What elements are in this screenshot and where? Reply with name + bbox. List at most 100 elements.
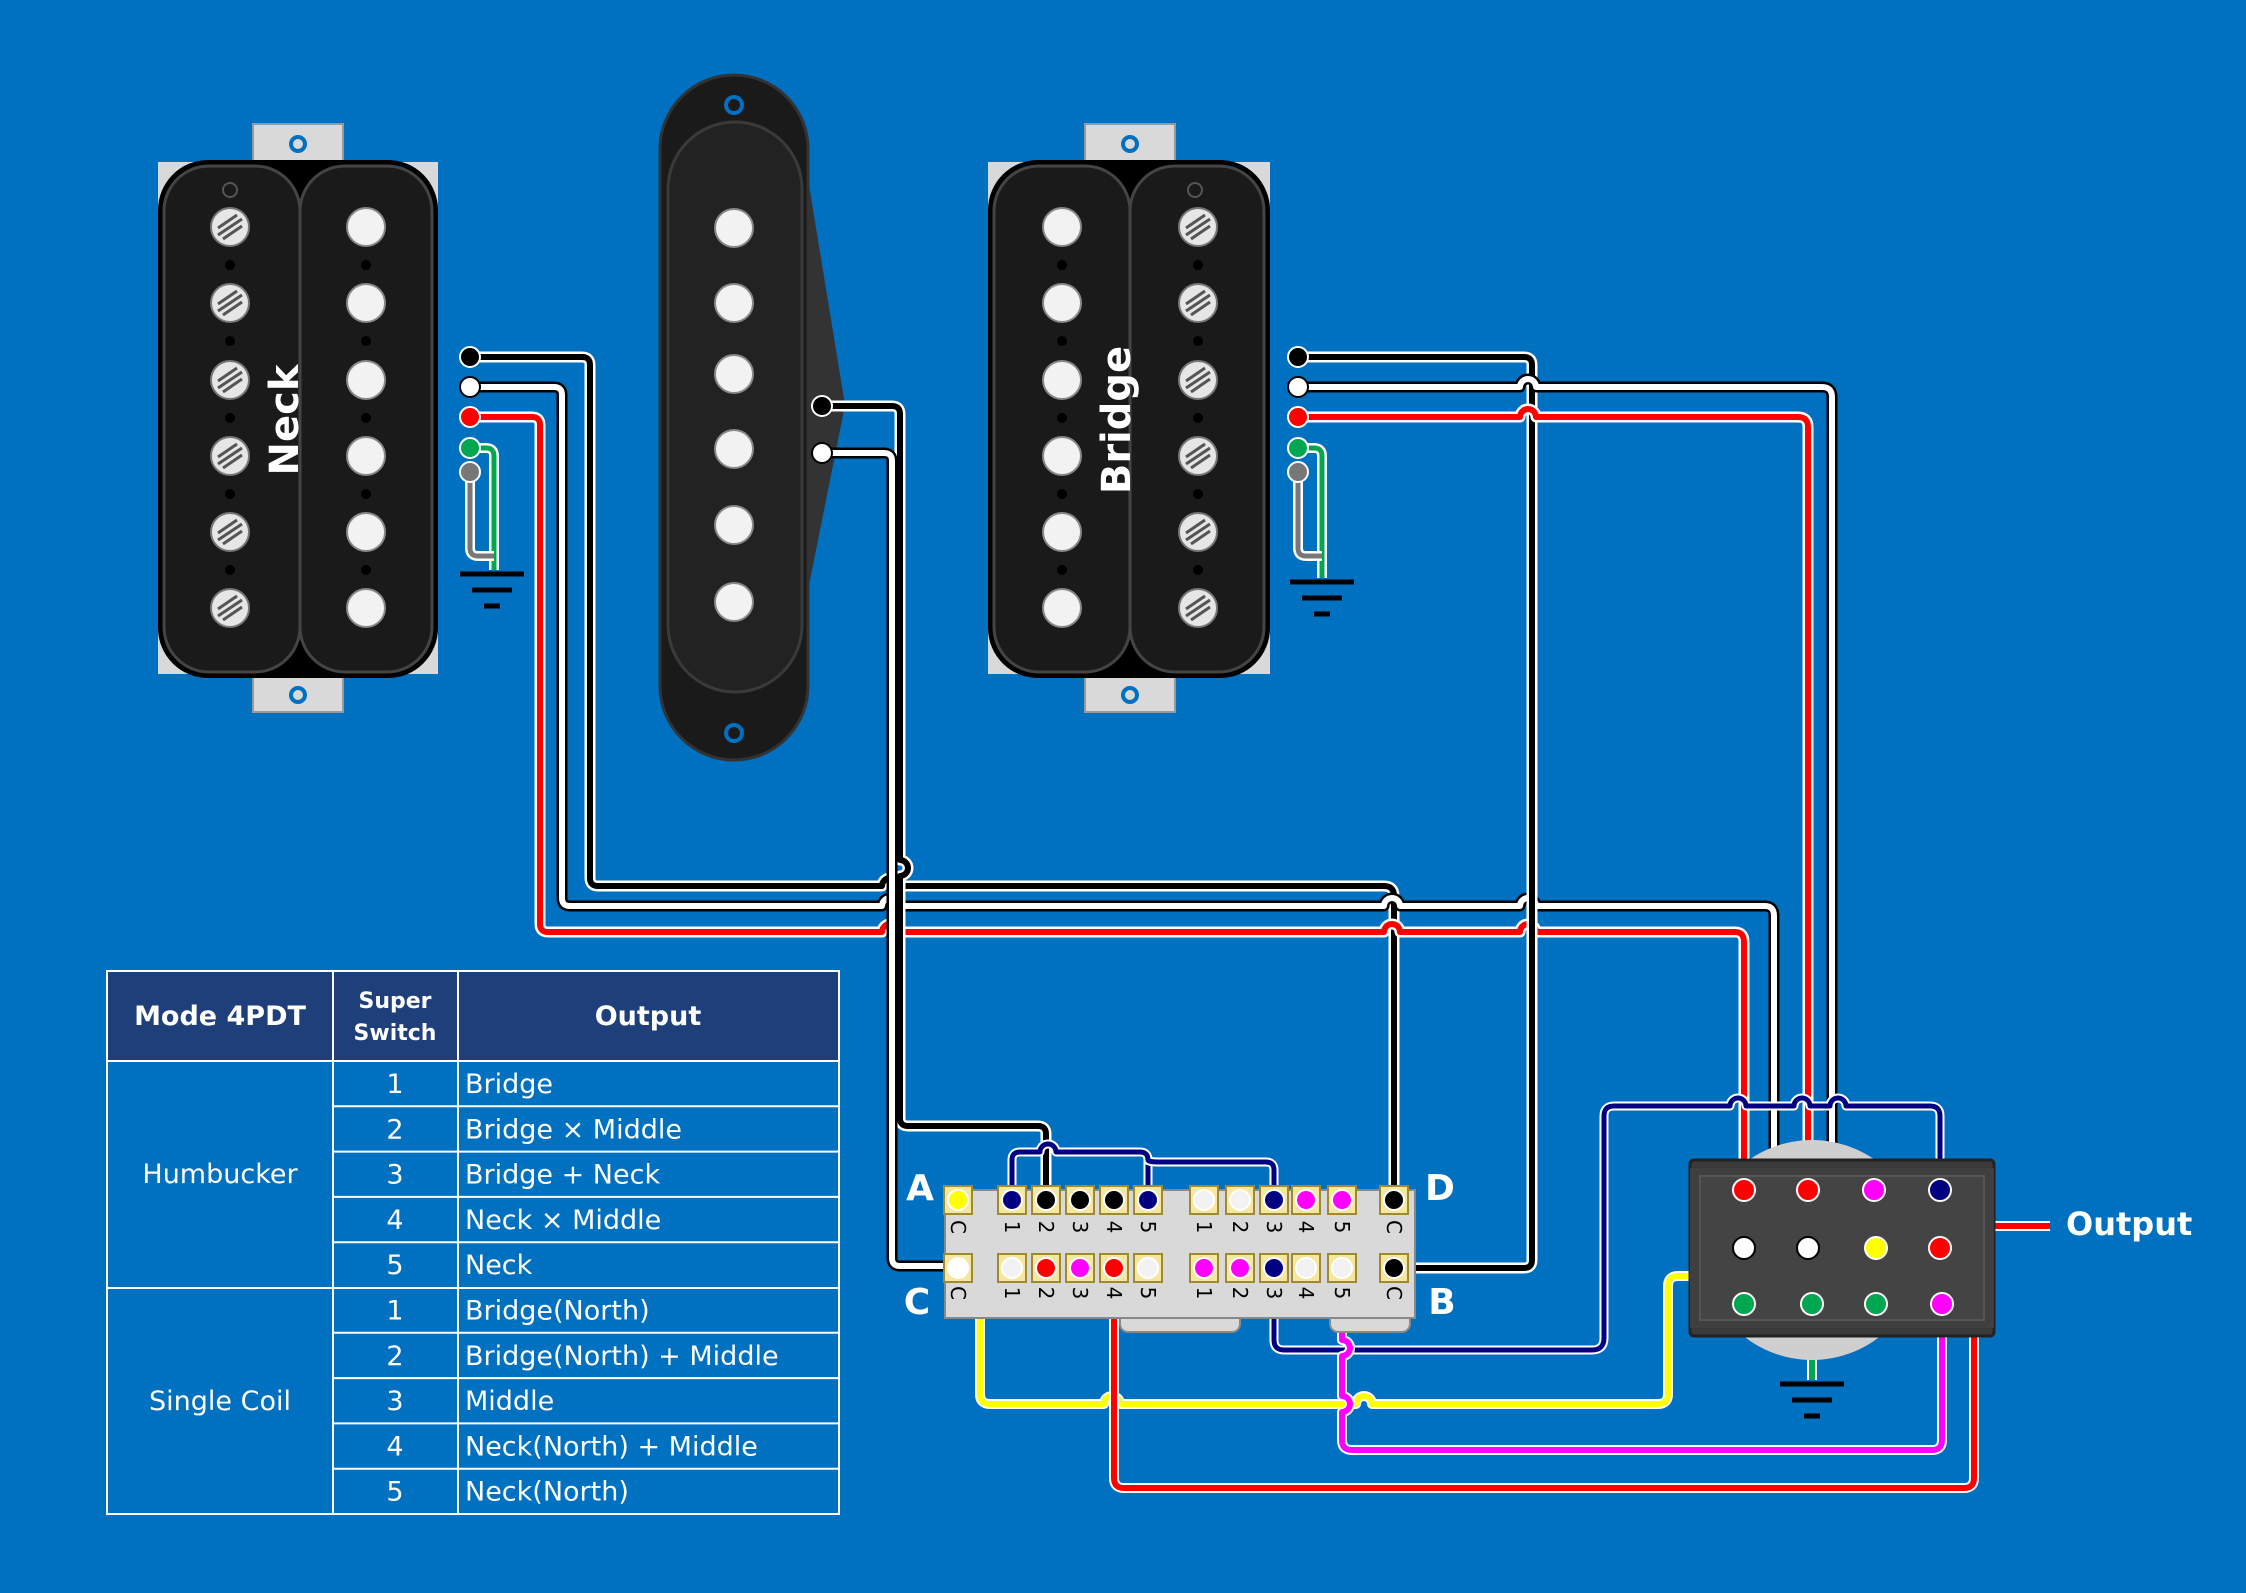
pole-piece — [714, 283, 754, 323]
pole-piece — [1042, 436, 1082, 476]
pole-piece — [714, 429, 754, 469]
switch-position-label: C — [1382, 1286, 1406, 1300]
bridge-black-wire — [1298, 351, 1538, 1274]
table-cell-position: 2 — [386, 1341, 403, 1372]
switch-terminal — [1193, 1257, 1215, 1279]
switch-position-label: 3 — [1262, 1287, 1286, 1300]
table-cell-output: Neck(North) + Middle — [465, 1431, 758, 1462]
pole-piece — [714, 505, 754, 545]
pole-piece — [1177, 282, 1219, 324]
switch-terminal — [1229, 1189, 1251, 1211]
switch-position-label: C — [1382, 1220, 1406, 1234]
table-header-output: Output — [595, 1001, 702, 1032]
switch-terminal — [947, 1189, 969, 1211]
table-header-super-line1: Super — [358, 989, 431, 1014]
pole-piece — [1042, 360, 1082, 400]
switch-terminal — [1383, 1257, 1405, 1279]
switch-terminal — [947, 1257, 969, 1279]
switch-position-label: 4 — [1102, 1221, 1126, 1234]
pole-piece — [1177, 206, 1219, 248]
switch-terminal — [1193, 1189, 1215, 1211]
switch-position-label: 5 — [1330, 1287, 1354, 1300]
table-cell-output: Neck × Middle — [465, 1205, 661, 1236]
bridge-white-wire — [1298, 373, 1838, 1252]
switch-position-label: 2 — [1228, 1221, 1252, 1234]
table-cell-position: 4 — [386, 1205, 403, 1236]
switch-terminal — [1331, 1257, 1353, 1279]
table-cell-output: Bridge(North) + Middle — [465, 1341, 779, 1372]
middle-single-coil — [658, 73, 845, 762]
pole-piece — [1042, 207, 1082, 247]
ground-symbols — [460, 571, 1844, 1419]
pole-piece — [714, 354, 754, 394]
switch-terminal — [1069, 1189, 1091, 1211]
switch-terminal — [1295, 1189, 1317, 1211]
table-cell-output: Bridge — [465, 1069, 553, 1100]
pole-piece — [209, 206, 251, 248]
switch-label-c: C — [904, 1282, 930, 1323]
neck-humbucker: Neck — [158, 123, 438, 713]
output-label: Output — [2066, 1205, 2192, 1243]
pole-piece — [346, 283, 386, 323]
table-mode-single-coil: Single Coil — [149, 1386, 291, 1417]
table-cell-output: Bridge(North) — [465, 1296, 650, 1327]
pole-piece — [714, 208, 754, 248]
switch-terminal — [1229, 1257, 1251, 1279]
table-cell-position: 4 — [386, 1431, 403, 1462]
switch-position-label: 1 — [1192, 1221, 1216, 1234]
table-cell-position: 1 — [386, 1069, 403, 1100]
switch-terminal — [1035, 1189, 1057, 1211]
switch-label-d: D — [1425, 1168, 1455, 1209]
switch-position-label: 4 — [1294, 1221, 1318, 1234]
table-cell-position: 5 — [386, 1477, 403, 1508]
switch-terminal — [1331, 1189, 1353, 1211]
switch-terminal — [1035, 1257, 1057, 1279]
table-header-mode: Mode 4PDT — [134, 1001, 306, 1032]
switch-terminal — [1383, 1189, 1405, 1211]
switch-label-a: A — [906, 1168, 934, 1209]
pickup-lead-dots — [459, 346, 1309, 483]
pole-piece — [209, 359, 251, 401]
switch-terminal — [1295, 1257, 1317, 1279]
switch-position-label: C — [946, 1220, 970, 1234]
switch-label-b: B — [1428, 1282, 1455, 1323]
switch-terminal — [1001, 1189, 1023, 1211]
pole-piece — [346, 588, 386, 628]
switch-position-label: 3 — [1068, 1287, 1092, 1300]
pole-piece — [714, 582, 754, 622]
pole-piece — [346, 512, 386, 552]
switch-terminal — [1263, 1257, 1285, 1279]
neck-pickup-label: Neck — [262, 363, 308, 475]
pole-piece — [1042, 283, 1082, 323]
switch-position-label: 3 — [1068, 1221, 1092, 1234]
switch-terminal — [1263, 1189, 1285, 1211]
switch-position-label: 1 — [1000, 1221, 1024, 1234]
switch-position-label: 3 — [1262, 1221, 1286, 1234]
switch-terminal — [1137, 1189, 1159, 1211]
bridge-humbucker: Bridge — [988, 123, 1270, 713]
table-cell-position: 3 — [386, 1160, 403, 1191]
table-cell-position: 2 — [386, 1114, 403, 1145]
switch-position-label: 1 — [1000, 1287, 1024, 1300]
pole-piece — [209, 587, 251, 629]
switch-position-label: C — [946, 1286, 970, 1300]
switch-position-label: 1 — [1192, 1287, 1216, 1300]
switch-position-label: 5 — [1330, 1221, 1354, 1234]
table-cell-position: 1 — [386, 1296, 403, 1327]
switch-terminal — [1069, 1257, 1091, 1279]
table-cell-output: Bridge × Middle — [465, 1114, 682, 1145]
pole-piece — [1177, 359, 1219, 401]
pole-piece — [1177, 435, 1219, 477]
pole-piece — [346, 436, 386, 476]
switch-position-label: 5 — [1136, 1221, 1160, 1234]
mode-table: Mode 4PDT Super Switch Output Humbucker … — [106, 970, 840, 1515]
pole-piece — [346, 207, 386, 247]
table-cell-position: 5 — [386, 1250, 403, 1281]
pole-piece — [209, 282, 251, 324]
switch-terminal — [1103, 1189, 1125, 1211]
table-cell-output: Bridge + Neck — [465, 1160, 660, 1191]
pole-piece — [209, 511, 251, 553]
switch-position-label: 4 — [1102, 1287, 1126, 1300]
